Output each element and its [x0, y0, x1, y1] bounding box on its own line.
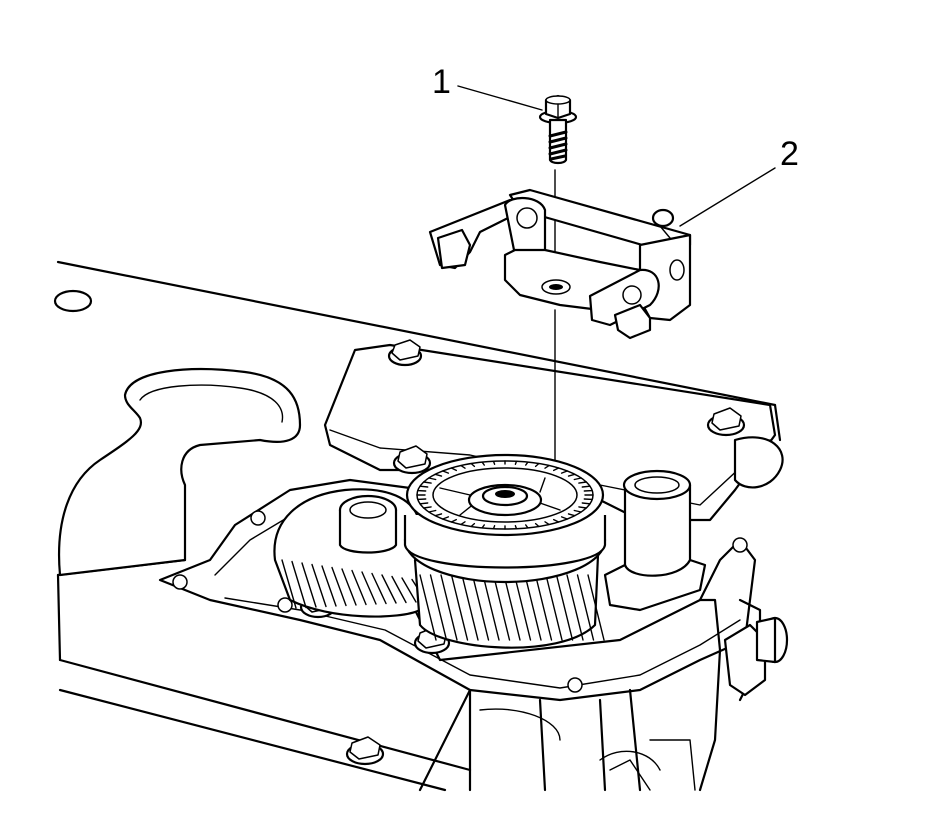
plate-bolt [706, 407, 746, 437]
lower-housing [58, 658, 696, 792]
callout-1-leader [457, 85, 543, 111]
bolt [538, 94, 578, 165]
callout-1-label: 1 [432, 63, 451, 101]
drain-plug [755, 616, 789, 664]
helical-gear-left [273, 488, 427, 618]
callout-2-leader [679, 167, 776, 227]
callout-2-label: 2 [780, 135, 799, 173]
callout-1: 1 [432, 63, 543, 111]
housing-right-side [698, 598, 789, 792]
transmission-case-plate [53, 260, 782, 662]
synchronizer-gear-assembly [403, 453, 607, 649]
plate-bolt [392, 445, 432, 475]
plate-bolt [387, 339, 423, 367]
bracket [428, 188, 692, 340]
shift-rail-sleeve [603, 469, 707, 612]
callout-2: 2 [679, 135, 799, 227]
housing-bolt [345, 736, 385, 766]
